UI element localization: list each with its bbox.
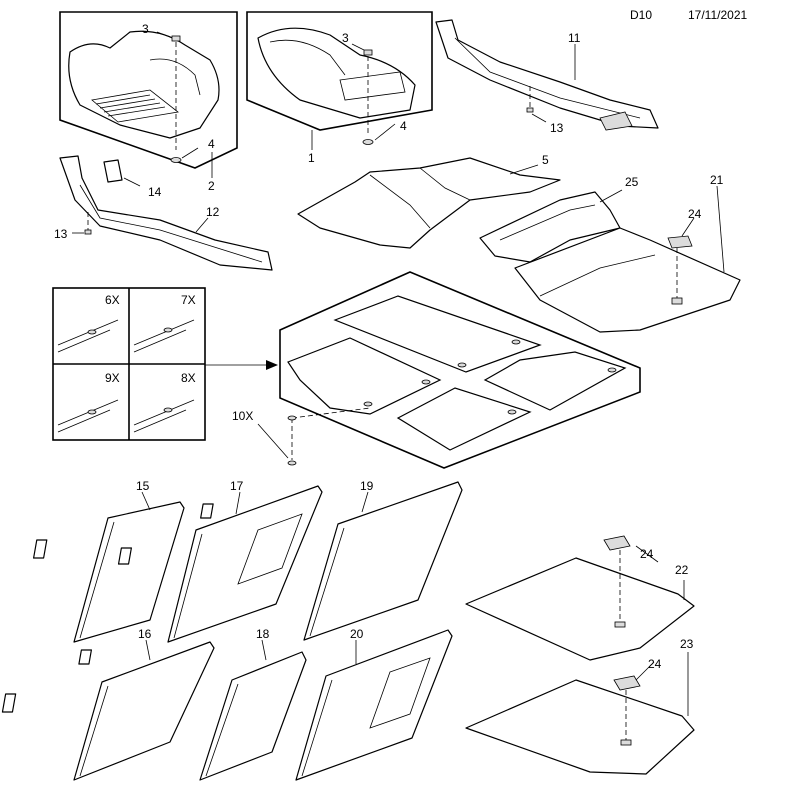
callout-21: 21 bbox=[710, 173, 724, 187]
trim-panel-17 bbox=[117, 485, 323, 643]
floor-mat-set bbox=[279, 271, 641, 469]
part-12 bbox=[59, 155, 273, 271]
callout-22: 22 bbox=[675, 563, 689, 577]
part-group-1-box bbox=[246, 11, 433, 145]
callout-11: 11 bbox=[568, 31, 581, 45]
callout-24-bottom: 24 bbox=[648, 657, 662, 671]
callout-20: 20 bbox=[350, 627, 364, 641]
callout-10x: 10X bbox=[232, 409, 253, 423]
callout-15: 15 bbox=[136, 479, 150, 493]
callout-3-left: 3 bbox=[142, 22, 149, 36]
trim-panel-18 bbox=[199, 651, 307, 781]
cargo-mat-23 bbox=[465, 675, 695, 775]
callout-16: 16 bbox=[138, 627, 152, 641]
part-11 bbox=[435, 19, 659, 131]
callout-12: 12 bbox=[206, 205, 220, 219]
diagram-code: D10 bbox=[630, 8, 653, 22]
callout-9x: 9X bbox=[105, 371, 120, 385]
part-group-2-box bbox=[59, 11, 238, 169]
mat-variant-grid bbox=[52, 287, 206, 441]
trim-panel-15 bbox=[33, 501, 185, 643]
callout-3-right: 3 bbox=[342, 31, 349, 45]
callout-13-left: 13 bbox=[54, 227, 68, 241]
callout-18: 18 bbox=[256, 627, 270, 641]
callout-7x: 7X bbox=[181, 293, 196, 307]
callout-23: 23 bbox=[680, 637, 694, 651]
callout-4-right: 4 bbox=[400, 119, 407, 133]
callout-24-mid: 24 bbox=[640, 547, 654, 561]
callout-19: 19 bbox=[360, 479, 374, 493]
diagram-date: 17/11/2021 bbox=[688, 8, 748, 22]
cargo-mat-22 bbox=[465, 535, 695, 661]
callout-1: 1 bbox=[308, 151, 315, 165]
callout-17: 17 bbox=[230, 479, 244, 493]
part-5 bbox=[297, 157, 561, 249]
callout-8x: 8X bbox=[181, 371, 196, 385]
trim-panel-19 bbox=[303, 481, 463, 641]
callout-2: 2 bbox=[208, 179, 215, 193]
callout-25: 25 bbox=[625, 175, 639, 189]
callout-13-right: 13 bbox=[550, 121, 564, 135]
callout-5: 5 bbox=[542, 153, 549, 167]
trim-panel-16 bbox=[1, 641, 215, 781]
trim-panel-20 bbox=[295, 629, 453, 781]
callout-4-left: 4 bbox=[208, 137, 215, 151]
callout-14: 14 bbox=[148, 185, 162, 199]
part-21 bbox=[514, 227, 741, 333]
callout-6x: 6X bbox=[105, 293, 120, 307]
callout-24-top: 24 bbox=[688, 207, 702, 221]
